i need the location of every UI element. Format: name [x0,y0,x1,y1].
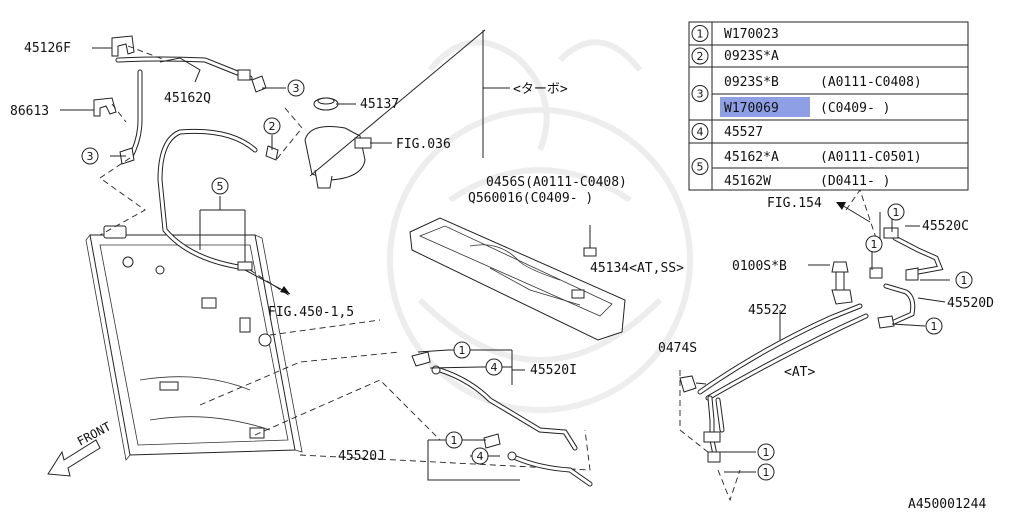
label-turbo: <ターボ> [513,82,568,97]
table-num: 5 [697,161,704,174]
callout-5: 5 [211,177,229,195]
label-45126F: 45126F [24,41,71,56]
at-pipe-45522 [697,303,869,463]
radiator [85,225,303,461]
label-45522: 45522 [748,303,787,318]
callout-3-upper: 3 [287,79,305,97]
svg-text:1: 1 [451,434,458,447]
hose-45520J [483,433,593,487]
svg-text:3: 3 [293,82,300,95]
table-part-number: 45162W [724,174,771,189]
table-num: 4 [697,126,704,139]
callout-1-h: 1 [925,317,943,335]
label-0456S: 0456S(A0111-C0408) [486,175,627,190]
hose-45520D [869,267,916,329]
label-45520C: 45520C [922,219,969,234]
label-0100S: 0100S*B [732,259,787,274]
svg-text:3: 3 [87,150,94,163]
label-45162Q: 45162Q [164,91,211,106]
watermark-emblem [387,39,693,413]
table-num: 3 [697,88,704,101]
table-part-number: 45527 [724,125,763,140]
callout-4-b: 4 [471,447,489,465]
table-part-number: 0923S*B [724,75,779,90]
table-num: 1 [697,28,704,41]
callout-1-g: 1 [955,271,973,289]
table-num-circle [691,25,709,42]
front-label: FRONT [75,419,113,448]
svg-text:1: 1 [931,320,938,333]
clip-86613 [93,97,117,117]
leader-lines [60,29,510,262]
label-45137: 45137 [360,97,399,112]
bolt-0100S [831,261,853,305]
table-range: (C0409- ) [820,101,890,116]
svg-text:1: 1 [459,344,466,357]
callout-2: 2 [263,117,281,135]
legend-table: 1 W170023 2 0923S*A 3 0923S*B (A0111-C0408) W17… [688,21,969,191]
callout-3-lower: 3 [81,147,99,165]
svg-text:2: 2 [269,120,276,133]
table-range: (A0111-C0408) [820,75,922,90]
label-fig036: FIG.036 [396,137,451,152]
table-range: (D0411- ) [820,174,890,189]
reservoir-tank [265,97,372,189]
table-part-number: W170023 [724,27,779,42]
hose-45162Q [115,56,267,165]
svg-text:1: 1 [871,238,878,251]
table-num: 2 [697,50,704,63]
table-rows: 1 W170023 2 0923S*A 3 0923S*B (A0111-C0408) W17… [691,25,922,189]
svg-text:1: 1 [763,466,770,479]
callout-1-f: 1 [865,235,883,253]
callout-1-b: 1 [445,431,463,449]
label-Q560016: Q560016(C0409- ) [468,191,593,206]
callout-1-d: 1 [757,463,775,481]
undercover-45134 [409,217,626,341]
label-fig450: FIG.450-1,5 [268,305,354,320]
callout-1-a: 1 [453,341,471,359]
part-labels: 45126F 86613 45162Q 45137 FIG.036 <ターボ> … [10,41,994,512]
label-45520D: 45520D [947,296,994,311]
svg-text:1: 1 [893,206,900,219]
label-at: <AT> [784,365,815,380]
diagram-id: A450001244 [908,497,986,512]
label-0474S: 0474S [658,341,697,356]
table-range: (A0111-C0501) [820,150,922,165]
label-86613: 86613 [10,104,49,119]
table-num-circle [691,85,709,102]
bolt-0474S [679,375,707,393]
svg-text:5: 5 [217,180,224,193]
label-45134: 45134<AT,SS> [590,261,684,276]
clip-45126F [111,35,135,57]
label-45520I: 45520I [530,363,577,378]
label-45520J: 45520J [338,449,385,464]
table-part-number: 45162*A [724,150,779,165]
front-arrow: FRONT [47,419,113,477]
callout-1-c: 1 [757,443,775,461]
svg-text:1: 1 [763,446,770,459]
fig450-arrow [244,269,291,295]
leader-lines-right [417,216,950,481]
callout-1-e: 1 [887,203,905,221]
hose-45520C [883,227,944,281]
table-num-circle [691,123,709,140]
table-num-circle [691,158,709,175]
svg-text:4: 4 [491,361,498,374]
table-part-number: W170069 [724,101,779,116]
table-num-circle [691,47,709,65]
callouts: 3 2 3 5 1 4 1 4 1 1 1 1 1 1 [81,79,973,481]
label-fig154: FIG.154 [767,196,822,211]
highlight-W170069 [720,97,810,117]
table-part-number: 0923S*A [724,49,779,64]
svg-text:1: 1 [961,274,968,287]
callout-4-a: 4 [485,358,503,376]
svg-text:4: 4 [477,450,484,463]
